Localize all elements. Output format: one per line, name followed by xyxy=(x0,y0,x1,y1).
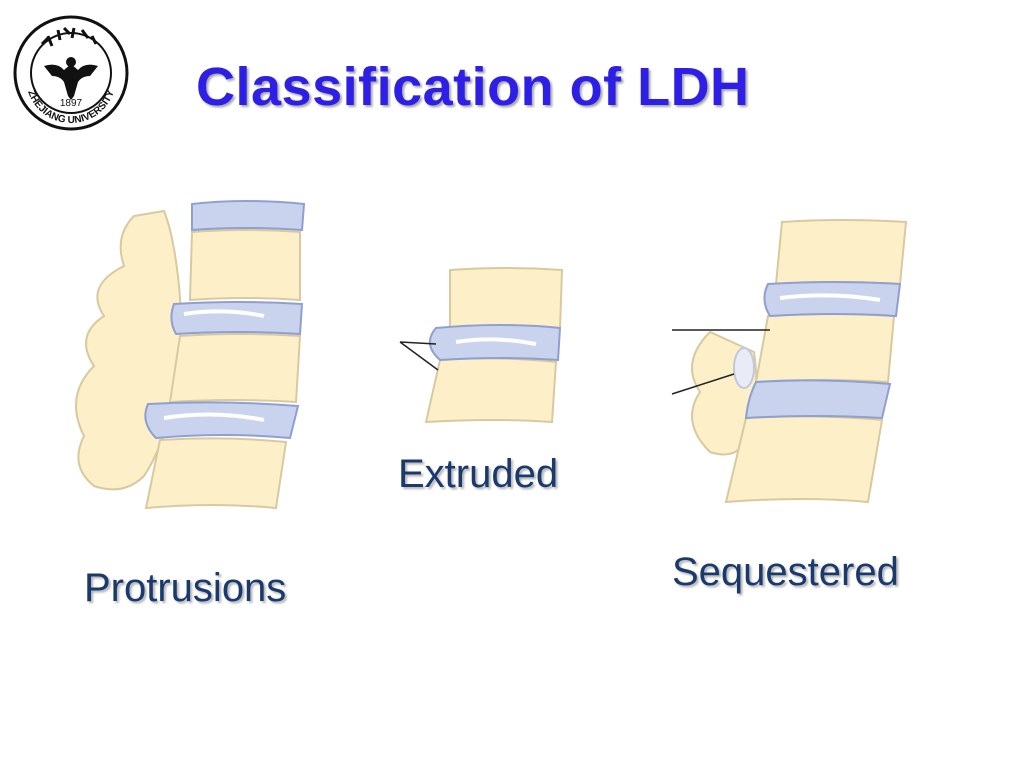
protrusions-illustration xyxy=(75,200,306,510)
slide-title: Classification of LDH xyxy=(196,57,750,117)
seal-year: 1897 xyxy=(60,98,83,109)
caption-protrusions: Protrusions xyxy=(84,566,287,610)
sequestered-illustration xyxy=(671,219,908,504)
caption-sequestered: Sequestered xyxy=(672,550,899,594)
extruded-illustration xyxy=(399,267,564,424)
caption-extruded: Extruded xyxy=(398,452,559,496)
university-seal-logo: 1897 ZHEJIANG UNIVERSITY xyxy=(13,15,129,131)
